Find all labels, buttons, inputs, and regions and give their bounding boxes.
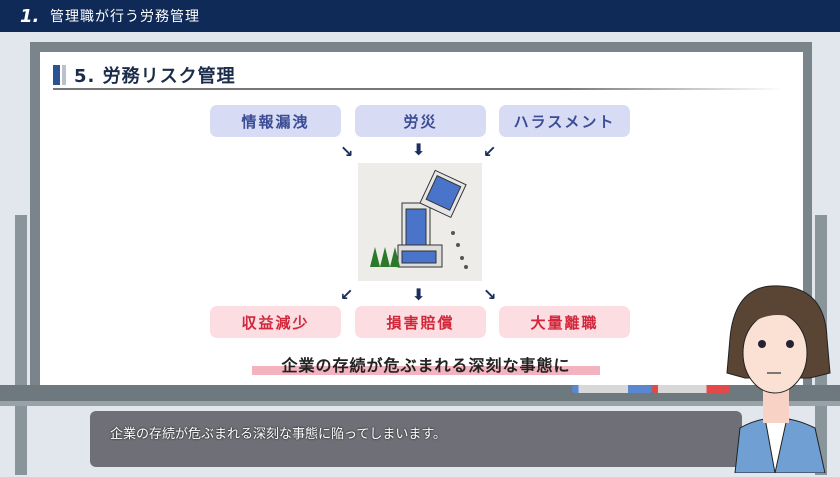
header-bar: 1. 管理職が行う労務管理 [0,0,840,32]
slide-title: 5. 労務リスク管理 [53,62,236,88]
title-bar-accent [62,65,66,85]
title-bar-icon [53,65,60,85]
title-underline [53,88,783,90]
effect-box: 大量離職 [499,306,630,338]
cause-box: 情報漏洩 [210,105,341,137]
cause-box: ハラスメント [499,105,630,137]
tagline-highlight [252,366,600,375]
arrow-down-icon: ⬇ [412,285,426,304]
arrow-down-left-icon: ↙ [483,142,497,161]
chapter-number: 1. [20,5,40,27]
cause-box: 労災 [355,105,486,137]
arrow-down-right-icon: ↘ [340,142,354,161]
blue-marker [572,385,652,393]
chapter-title: 管理職が行う労務管理 [50,9,200,25]
effect-box: 損害賠償 [355,306,486,338]
whiteboard-leg [15,215,27,475]
tray-edge [0,401,840,406]
arrow-down-icon: ⬇ [412,140,426,159]
arrow-down-right-icon: ↘ [483,285,497,304]
arrow-down-left-icon: ↙ [340,285,354,304]
slide-title-text: 5. 労務リスク管理 [74,66,236,87]
collapsing-building-illustration [358,163,482,281]
tagline: 企業の存続が危ぶまれる深刻な事態に [281,356,571,375]
subtitle-caption: 企業の存続が危ぶまれる深刻な事態に陥ってしまいます。 [90,411,742,467]
presenter-avatar [715,278,840,474]
effect-box: 収益減少 [210,306,341,338]
red-marker [652,385,730,393]
